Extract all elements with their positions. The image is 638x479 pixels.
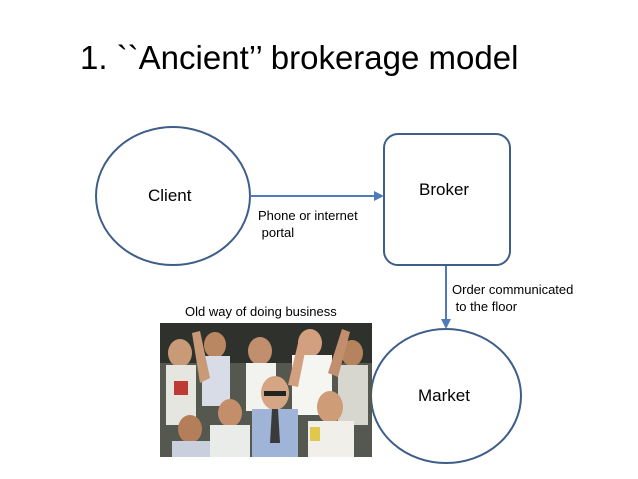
trading-floor-illustration	[160, 323, 372, 457]
broker-to-market-label: Order communicated to the floor	[452, 282, 574, 314]
client-label: Client	[148, 186, 192, 205]
broker-label: Broker	[419, 180, 470, 199]
market-label: Market	[418, 386, 470, 405]
photo-caption: Old way of doing business	[185, 304, 337, 319]
trading-floor-photo	[160, 323, 372, 457]
client-to-broker-label: Phone or internet portal	[258, 208, 358, 240]
slide-title: 1. ``Ancient’’ brokerage model	[80, 39, 519, 76]
broker-node	[383, 133, 511, 266]
